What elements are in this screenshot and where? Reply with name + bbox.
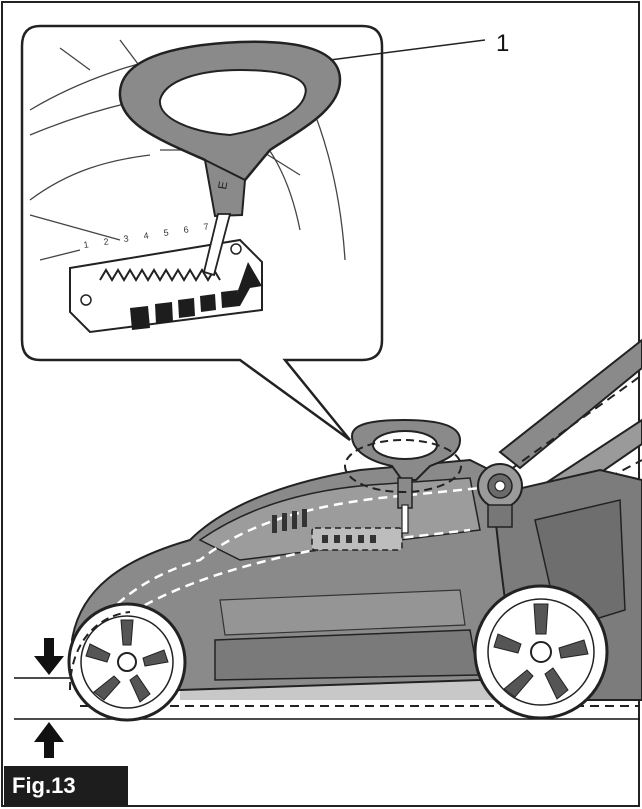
figure-label: Fig.13 <box>4 766 128 806</box>
notch-slot <box>99 268 221 282</box>
scale-tick: 5 <box>163 227 169 238</box>
callout-leader-line <box>329 39 486 61</box>
dashed-handle-line <box>509 374 642 471</box>
height-lever-large: E <box>118 40 342 277</box>
scale-tick: 2 <box>103 236 109 247</box>
front-wheel <box>67 602 187 722</box>
scale-tick: 7 <box>203 221 209 232</box>
lever-shaft <box>202 213 232 277</box>
scale-tick: 4 <box>143 230 149 241</box>
scale-tick: 1 <box>83 239 89 250</box>
height-lever-small <box>344 418 462 534</box>
height-slot-body <box>311 527 403 551</box>
height-arrows <box>34 638 64 758</box>
rear-wheel <box>473 584 609 720</box>
mower-side-recess <box>219 589 466 636</box>
height-bars <box>130 262 262 330</box>
handle-bar-back <box>498 338 642 470</box>
dashed-body-outline <box>78 486 502 651</box>
scale-tick: 6 <box>183 224 189 235</box>
callout-number: 1 <box>496 30 510 57</box>
scale-tick: 3 <box>123 233 129 244</box>
handle-mark: E <box>215 180 230 190</box>
detail-callout-bubble: 1 2 3 4 5 6 7 E <box>20 24 486 442</box>
height-slot-body-marks <box>322 535 376 543</box>
dashed-wheel-outline <box>69 611 131 691</box>
lawn-mower <box>14 338 642 758</box>
handle-knob <box>477 463 523 528</box>
scale-ticks: 1 2 3 4 5 6 7 <box>83 221 209 250</box>
body-vents <box>272 509 307 533</box>
